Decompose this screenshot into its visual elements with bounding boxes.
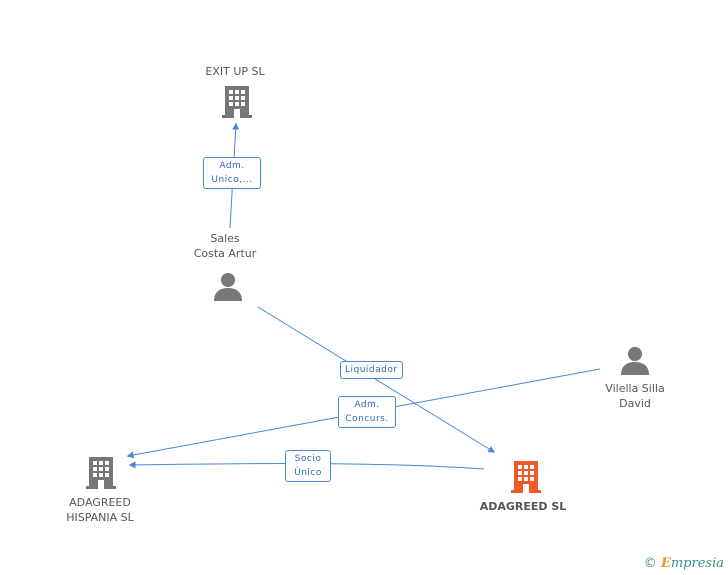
edge-label-socio-unico[interactable]: Socio Único [285, 450, 331, 482]
building-icon-main[interactable] [511, 459, 541, 495]
edge-label-adm-concurs[interactable]: Adm. Concurs. [338, 396, 396, 428]
node-label-vilella: Vilella Silla David [585, 381, 685, 411]
node-label-line2: Costa Artur [193, 247, 257, 260]
person-icon[interactable] [620, 345, 650, 375]
edge-label-line1: Adm. [354, 400, 380, 410]
brand-rest: mpresia [670, 556, 724, 571]
node-label-exit-up: EXIT UP SL [205, 65, 265, 78]
edge-label-line2: Único [294, 468, 322, 478]
edge-label-line1: Liquidador [345, 365, 398, 375]
node-label-sales-costa: Sales Costa Artur [175, 231, 275, 261]
edge-label-line2: Concurs. [345, 414, 389, 424]
building-icon[interactable] [222, 84, 252, 120]
building-icon[interactable] [86, 455, 116, 491]
edge-label-liquidador[interactable]: Liquidador [340, 361, 403, 379]
brand-name: Empresia [661, 556, 724, 571]
brand-initial: E [660, 556, 671, 571]
empresia-logo: © Empresia [644, 556, 724, 571]
node-label-line2: HISPANIA SL [66, 511, 134, 524]
node-label-line1: ADAGREED [69, 496, 131, 509]
edge-label-line1: Socio [294, 454, 322, 464]
copyright-icon: © [643, 556, 657, 571]
node-label-line1: Sales [210, 232, 240, 245]
person-icon[interactable] [213, 271, 243, 301]
node-label-adagreed-hispania: ADAGREED HISPANIA SL [50, 495, 150, 525]
edge-label-line2: Unico,... [211, 175, 253, 185]
edge-liquidador [257, 306, 496, 453]
node-label-line1: Vilella Silla [605, 382, 665, 395]
node-label-line2: David [619, 397, 651, 410]
node-label-adagreed-sl: ADAGREED SL [479, 500, 567, 513]
edge-label-adm-unico[interactable]: Adm. Unico,... [203, 157, 261, 189]
edge-label-line1: Adm. [219, 161, 245, 171]
